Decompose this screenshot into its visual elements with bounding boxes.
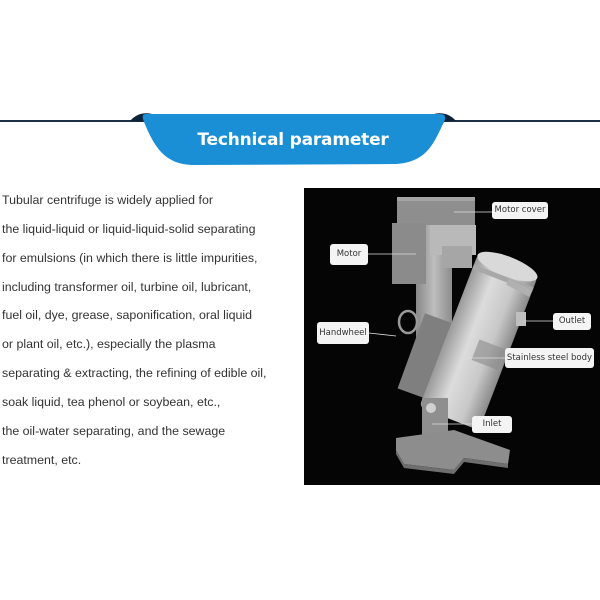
ribbon-shape-icon bbox=[130, 113, 456, 165]
description-line: including transformer oil, turbine oil, … bbox=[2, 279, 252, 294]
callout-motor: Motor bbox=[330, 244, 368, 265]
page-title: Technical parameter bbox=[197, 130, 389, 150]
section-banner: Technical parameter bbox=[128, 112, 458, 168]
description-line: the liquid-liquid or liquid-liquid-solid… bbox=[2, 221, 256, 236]
description-text: Tubular centrifuge is widely applied for… bbox=[2, 186, 300, 474]
description-line: treatment, etc. bbox=[2, 452, 82, 467]
callout-stainless-steel-body: Stainless steel body bbox=[505, 348, 594, 368]
description-line: soak liquid, tea phenol or soybean, etc.… bbox=[2, 394, 221, 409]
callout-handwheel: Handwheel bbox=[317, 322, 369, 344]
description-line: or plant oil, etc.), especially the plas… bbox=[2, 337, 216, 352]
callout-outlet: Outlet bbox=[553, 313, 591, 330]
callout-motor-cover: Motor cover bbox=[492, 202, 548, 219]
description-line: separating & extracting, the refining of… bbox=[2, 366, 267, 381]
description-line: fuel oil, dye, grease, saponification, o… bbox=[2, 308, 253, 323]
description-line: for emulsions (in which there is little … bbox=[2, 250, 258, 265]
centrifuge-diagram: Motor cover Motor Handwheel Outlet Stain… bbox=[304, 188, 600, 485]
description-line: Tubular centrifuge is widely applied for bbox=[2, 193, 213, 207]
centrifuge-illustration-icon bbox=[368, 197, 553, 474]
callout-inlet: Inlet bbox=[472, 416, 512, 433]
description-line: the oil-water separating, and the sewage bbox=[2, 423, 226, 438]
